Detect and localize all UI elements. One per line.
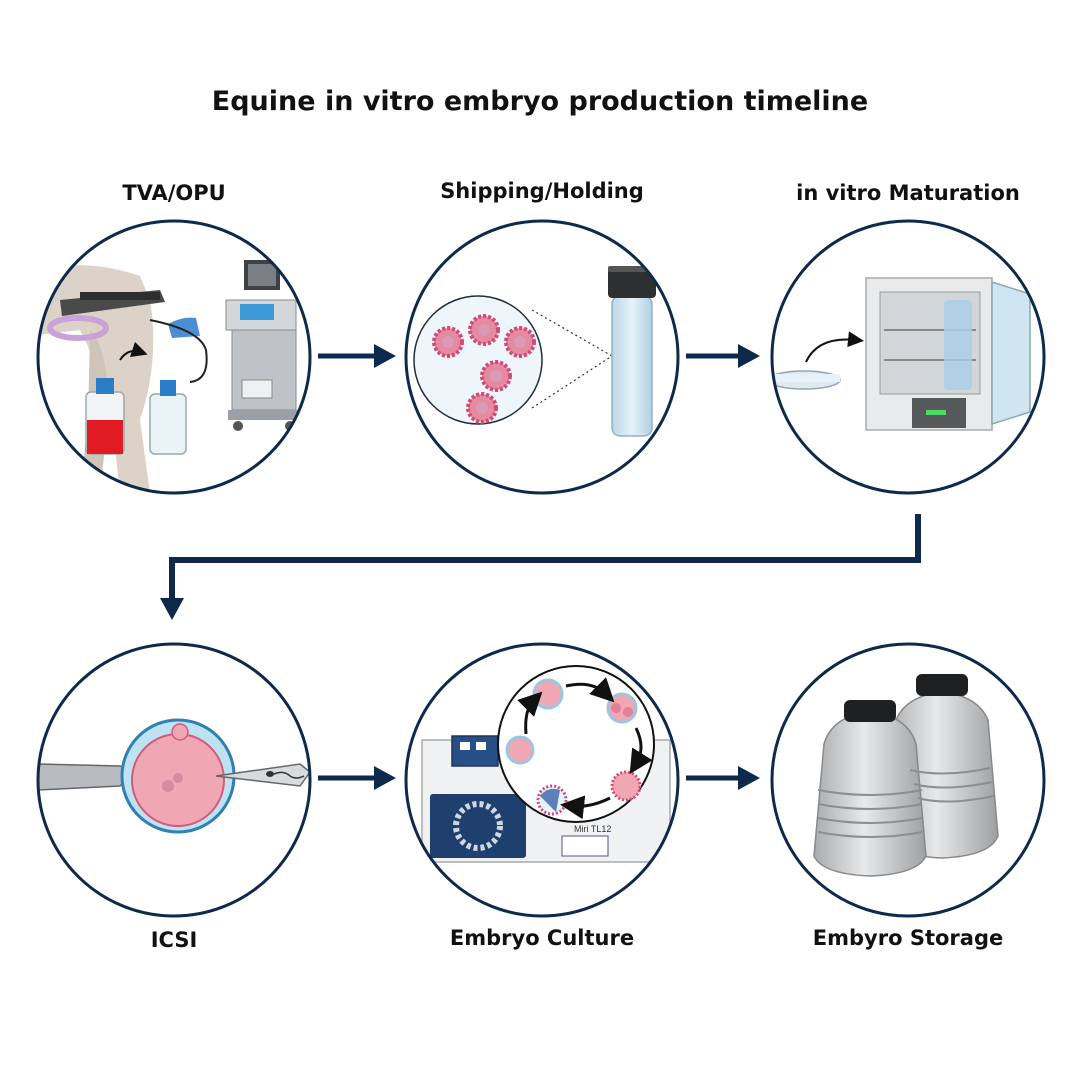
embryo-culture-illustration: Miri TL12 <box>406 644 678 916</box>
collection-bottle <box>149 393 187 455</box>
stage-label-in-vitro-maturation: in vitro Maturation <box>796 181 1020 205</box>
stage-ring-embryo-storage <box>770 642 1046 918</box>
shipping-vial <box>611 295 653 437</box>
maturation-illustration <box>772 221 1044 493</box>
ovary-loop <box>47 315 109 341</box>
tank-lid-front <box>844 700 896 722</box>
magnified-view-circle <box>413 295 543 425</box>
polar-body <box>171 723 189 741</box>
incubator-screen <box>430 794 526 858</box>
arrow-tva-to-shipping <box>318 344 396 368</box>
stage-ring-shipping-holding <box>404 219 680 495</box>
stage-ring-embryo-culture <box>404 642 680 918</box>
stage-ring-tva-opu <box>36 219 312 495</box>
vial-cap <box>608 268 656 298</box>
embryo-storage-illustration <box>772 644 1044 916</box>
development-stages <box>505 678 642 816</box>
oocyte-cluster <box>432 314 536 424</box>
tank-lid-back <box>916 674 968 696</box>
arrow-icsi-to-culture <box>318 766 396 790</box>
holding-pipette <box>38 763 134 791</box>
arrow-maturation-to-icsi <box>160 514 921 620</box>
injection-needle <box>215 763 310 787</box>
stage-label-embryo-storage: Embyro Storage <box>812 926 1004 950</box>
incubator-door <box>991 280 1031 426</box>
stage-label-shipping-holding: Shipping/Holding <box>440 179 644 203</box>
tva-opu-illustration <box>38 221 310 493</box>
glove <box>168 317 200 338</box>
stage-label-icsi: ICSI <box>150 928 198 952</box>
icsi-illustration <box>38 644 310 916</box>
diagram-title: Equine in vitro embryo production timeli… <box>211 86 869 117</box>
device-model-text: Miri TL12 <box>574 824 611 834</box>
stage-ring-in-vitro-maturation <box>770 219 1046 495</box>
stage-label-embryo-culture: Embryo Culture <box>449 926 635 950</box>
stage-label-tva-opu: TVA/OPU <box>122 181 226 205</box>
sperm-head <box>266 771 274 777</box>
stage-ring-icsi <box>36 642 312 918</box>
shipping-holding-illustration <box>406 221 678 493</box>
arrow-culture-to-storage <box>686 766 760 790</box>
arrow-shipping-to-maturation <box>686 344 760 368</box>
red-media-bottle <box>87 420 123 454</box>
